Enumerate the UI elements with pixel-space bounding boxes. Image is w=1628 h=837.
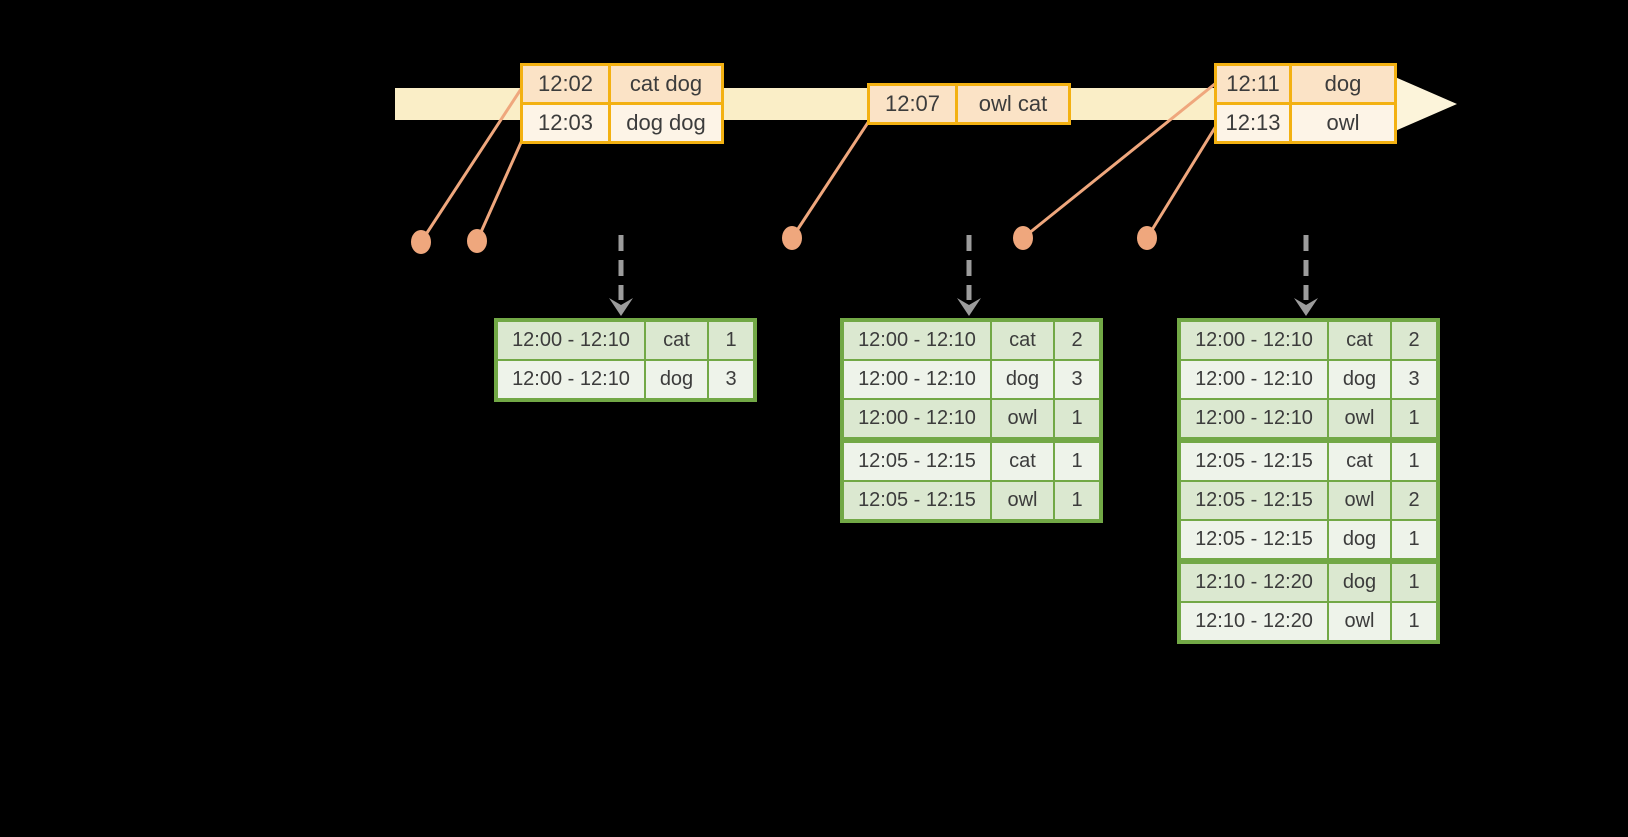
result-count-cell: 2 <box>1392 482 1436 519</box>
event-words-cell: cat dog <box>611 66 721 102</box>
event-time-cell: 12:07 <box>870 86 955 122</box>
result-word-cell: owl <box>1329 400 1390 437</box>
result-word-cell: cat <box>1329 322 1390 359</box>
trigger-arrowhead-icon <box>957 298 981 316</box>
event-dot <box>467 229 487 253</box>
event-dot <box>411 230 431 254</box>
result-word-cell: owl <box>992 400 1053 437</box>
result-window-cell: 12:05 - 12:15 <box>1181 443 1327 480</box>
result-window-cell: 12:05 - 12:15 <box>844 482 990 519</box>
result-word-cell: dog <box>992 361 1053 398</box>
result-count-cell: 1 <box>1055 443 1099 480</box>
result-word-cell: dog <box>646 361 707 398</box>
event-time-cell: 12:02 <box>523 66 608 102</box>
event-time-cell: 12:13 <box>1217 105 1289 141</box>
result-count-cell: 1 <box>1392 564 1436 601</box>
result-count-cell: 1 <box>1392 603 1436 640</box>
result-count-cell: 1 <box>1055 400 1099 437</box>
connector-line <box>1022 81 1217 240</box>
result-window-cell: 12:10 - 12:20 <box>1181 603 1327 640</box>
event-words-cell: owl cat <box>958 86 1068 122</box>
event-words-cell: dog <box>1292 66 1394 102</box>
result-word-cell: owl <box>1329 603 1390 640</box>
result-word-cell: cat <box>646 322 707 359</box>
connector-line <box>790 120 871 239</box>
event-words-cell: dog dog <box>611 105 721 141</box>
result-word-cell: cat <box>1329 443 1390 480</box>
result-word-cell: dog <box>1329 564 1390 601</box>
result-word-cell: owl <box>992 482 1053 519</box>
event-dot <box>1013 226 1033 250</box>
result-window-cell: 12:05 - 12:15 <box>1181 521 1327 558</box>
result-word-cell: owl <box>1329 482 1390 519</box>
trigger-arrowhead-icon <box>609 298 633 316</box>
result-window-cell: 12:00 - 12:10 <box>498 361 644 398</box>
result-window-cell: 12:00 - 12:10 <box>844 322 990 359</box>
result-count-cell: 3 <box>709 361 753 398</box>
connector-line <box>1145 125 1218 239</box>
result-count-cell: 1 <box>1392 400 1436 437</box>
result-word-cell: cat <box>992 443 1053 480</box>
result-count-cell: 2 <box>1392 322 1436 359</box>
result-window-cell: 12:10 - 12:20 <box>1181 564 1327 601</box>
result-window-cell: 12:00 - 12:10 <box>844 400 990 437</box>
result-count-cell: 1 <box>1055 482 1099 519</box>
timeline-arrowhead-icon <box>1395 77 1457 131</box>
result-window-cell: 12:05 - 12:15 <box>844 443 990 480</box>
event-time-cell: 12:03 <box>523 105 608 141</box>
trigger-arrows <box>609 235 1318 316</box>
result-word-cell: dog <box>1329 361 1390 398</box>
result-word-cell: dog <box>1329 521 1390 558</box>
result-word-cell: cat <box>992 322 1053 359</box>
event-time-cell: 12:11 <box>1217 66 1289 102</box>
result-count-cell: 1 <box>709 322 753 359</box>
trigger-arrowhead-icon <box>1294 298 1318 316</box>
result-window-cell: 12:00 - 12:10 <box>1181 400 1327 437</box>
result-count-cell: 3 <box>1055 361 1099 398</box>
result-window-cell: 12:00 - 12:10 <box>1181 322 1327 359</box>
result-window-cell: 12:00 - 12:10 <box>1181 361 1327 398</box>
connector-line <box>419 85 525 243</box>
result-count-cell: 3 <box>1392 361 1436 398</box>
result-window-cell: 12:05 - 12:15 <box>1181 482 1327 519</box>
result-count-cell: 1 <box>1392 443 1436 480</box>
result-window-cell: 12:00 - 12:10 <box>844 361 990 398</box>
connector-line <box>475 137 525 242</box>
event-dot <box>1137 226 1157 250</box>
event-connectors <box>419 81 1218 243</box>
event-words-cell: owl <box>1292 105 1394 141</box>
result-count-cell: 2 <box>1055 322 1099 359</box>
result-count-cell: 1 <box>1392 521 1436 558</box>
event-dots <box>411 226 1157 254</box>
event-dot <box>782 226 802 250</box>
result-window-cell: 12:00 - 12:10 <box>498 322 644 359</box>
